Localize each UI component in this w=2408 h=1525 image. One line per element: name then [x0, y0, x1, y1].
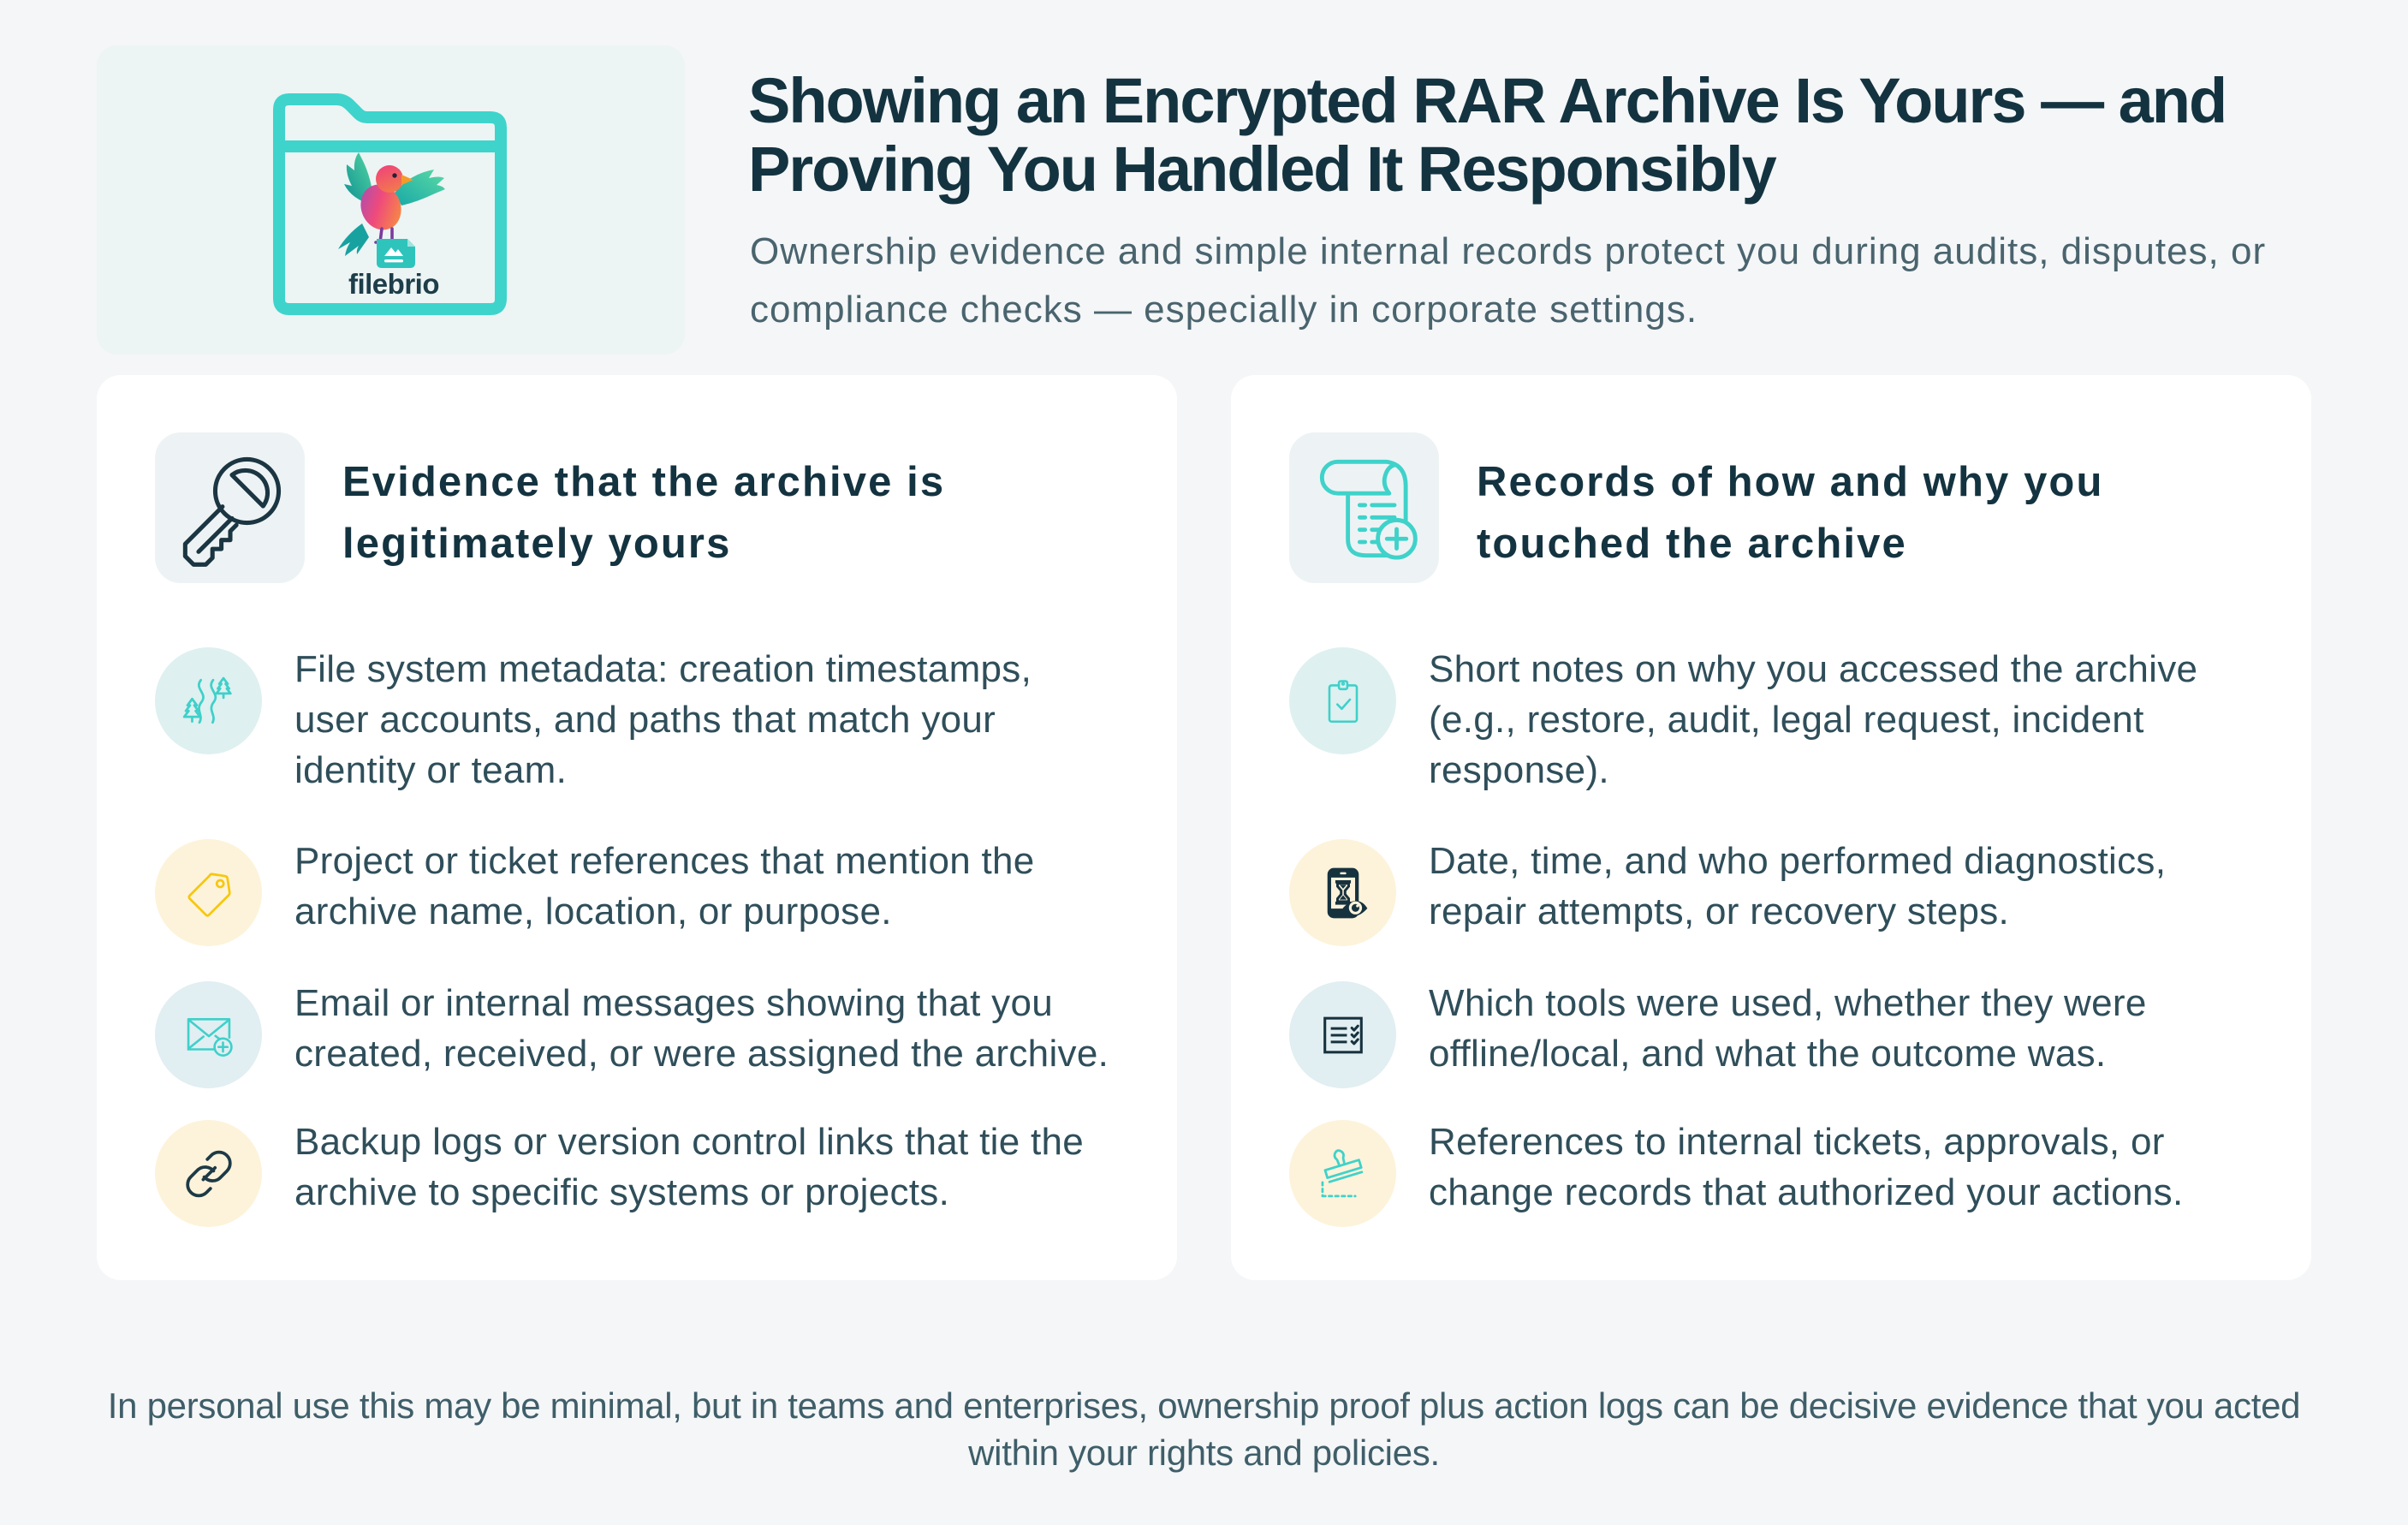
- svg-text:filebrio: filebrio: [348, 268, 439, 300]
